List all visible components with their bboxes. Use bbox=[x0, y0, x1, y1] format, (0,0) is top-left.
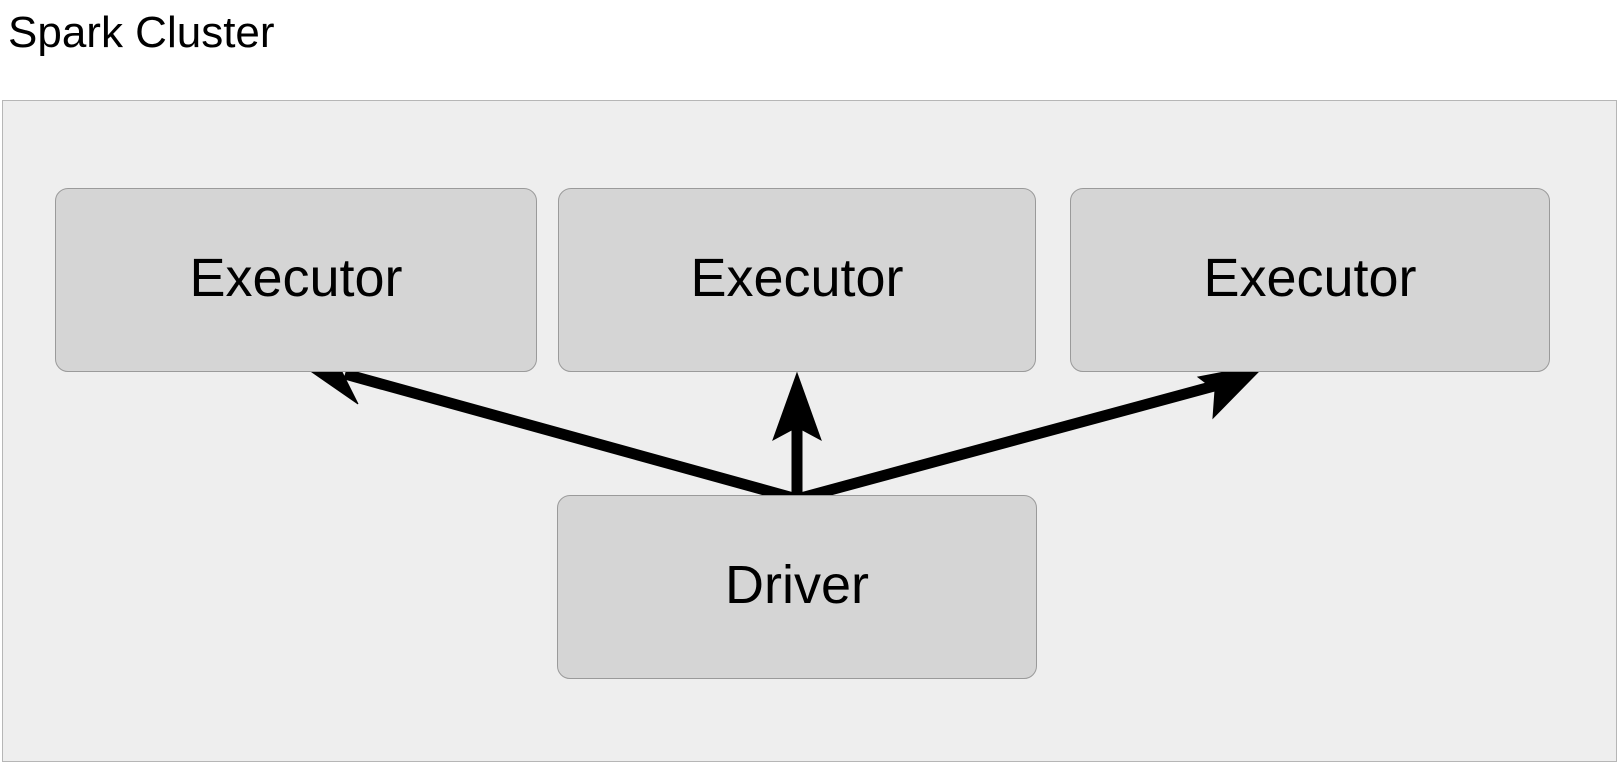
node-label-driver: Driver bbox=[725, 555, 869, 615]
page-title: Spark Cluster bbox=[8, 8, 275, 57]
node-label-executor-2: Executor bbox=[690, 248, 904, 308]
node-label-executor-3: Executor bbox=[1203, 248, 1417, 308]
node-label-executor-1: Executor bbox=[189, 248, 403, 308]
node-executor-2[interactable]: Executor bbox=[558, 188, 1036, 372]
node-executor-1[interactable]: Executor bbox=[55, 188, 537, 372]
node-executor-3[interactable]: Executor bbox=[1070, 188, 1550, 372]
node-driver[interactable]: Driver bbox=[557, 495, 1037, 679]
